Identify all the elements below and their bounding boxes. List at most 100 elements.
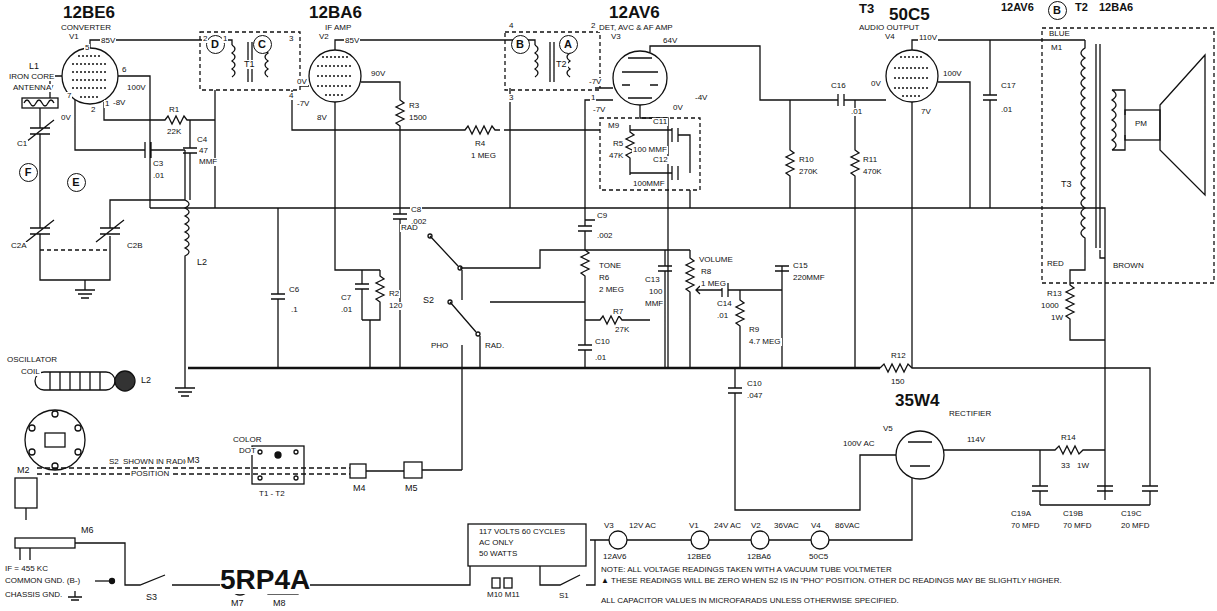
- callout-circle: E: [67, 173, 86, 192]
- part-label: -7V: [588, 78, 602, 86]
- part-label: 36VAC: [773, 522, 800, 530]
- part-label: CHASSIS GND.: [4, 591, 63, 599]
- part-label: 100V AC: [842, 440, 876, 448]
- part-label: C6: [288, 286, 300, 294]
- part-label: R7: [612, 308, 624, 316]
- part-label: 22K: [166, 128, 182, 136]
- part-label: POSITION: [130, 470, 170, 478]
- part-label: BLUE: [1048, 30, 1071, 38]
- callout-circle: B: [1048, 1, 1067, 20]
- tube-name: 12AV6: [1000, 2, 1035, 13]
- part-label: 12V AC: [628, 522, 657, 530]
- part-label: 1W: [1076, 462, 1090, 470]
- part-label: 2: [590, 22, 596, 30]
- part-label: 4: [508, 22, 514, 30]
- part-label: 0V: [870, 80, 882, 88]
- part-label: 47K: [608, 152, 624, 160]
- part-label: 100 MMF: [632, 146, 668, 154]
- part-label: R13: [1046, 290, 1063, 298]
- part-label: L2: [140, 376, 152, 385]
- part-label: 100MMF: [632, 180, 666, 188]
- part-label: V3: [610, 33, 622, 41]
- part-label: 1W: [1050, 314, 1064, 322]
- part-label: M6: [80, 526, 95, 535]
- part-label: 2 MEG: [598, 286, 625, 294]
- part-label: C2B: [126, 242, 144, 250]
- part-label: C1: [16, 140, 28, 148]
- part-label: TONE: [598, 262, 622, 270]
- part-label: VOLUME: [698, 256, 734, 264]
- part-label: .01: [850, 108, 863, 116]
- part-label: 7V: [920, 108, 932, 116]
- part-label: 27K: [614, 326, 630, 334]
- part-label: IRON CORE: [8, 73, 55, 81]
- part-label: DOT: [238, 447, 257, 455]
- part-label: 470K: [862, 168, 883, 176]
- part-label: R1: [168, 106, 180, 114]
- part-label: 1000: [1040, 302, 1060, 310]
- part-label: R10: [798, 156, 815, 164]
- part-label: R8: [700, 268, 712, 276]
- part-label: RAD: [400, 224, 419, 232]
- part-label: 47: [198, 147, 209, 155]
- callout-circle: B: [511, 35, 530, 54]
- part-label: 110V: [918, 34, 938, 42]
- part-label: AUDIO OUTPUT: [858, 24, 920, 32]
- part-label: 1: [104, 100, 110, 108]
- tube-name: 12BA6: [308, 4, 363, 21]
- part-label: 100: [648, 288, 663, 296]
- part-label: .01: [716, 312, 729, 320]
- part-label: C12: [652, 156, 669, 164]
- part-label: 1500: [408, 114, 428, 122]
- part-label: 100V: [942, 70, 963, 78]
- part-label: 1: [590, 94, 596, 102]
- part-label: .01: [340, 306, 353, 314]
- part-label: 1: [222, 35, 228, 43]
- callout-letter: E: [72, 177, 79, 188]
- part-label: M4: [352, 484, 367, 493]
- part-label: C11: [652, 118, 668, 126]
- part-label: R6: [598, 274, 610, 282]
- tube-name: 35W4: [894, 392, 940, 409]
- part-label: 64V: [662, 37, 678, 45]
- part-label: 114V: [966, 436, 986, 444]
- part-label: ALL CAPACITOR VALUES IN MICROFARADS UNLE…: [600, 597, 900, 605]
- part-label: C4: [196, 136, 208, 144]
- part-label: 90V: [370, 70, 386, 78]
- part-label: 5: [84, 44, 90, 52]
- part-label: 2: [90, 106, 96, 114]
- part-label: M5: [404, 484, 419, 493]
- part-label: C10: [594, 338, 611, 346]
- part-label: C8: [410, 206, 422, 214]
- part-label: R5: [612, 140, 624, 148]
- part-label: 1 MEG: [700, 280, 727, 288]
- part-label: .1: [290, 306, 299, 314]
- part-label: M9: [607, 122, 620, 130]
- part-label: .01: [1000, 106, 1013, 114]
- part-label: C9: [596, 212, 608, 220]
- part-label: 85V: [100, 37, 116, 45]
- part-label: COLOR: [232, 436, 262, 444]
- part-label: -4V: [694, 94, 708, 102]
- part-label: NOTE: ALL VOLTAGE READINGS TAKEN WITH A …: [600, 566, 893, 574]
- part-label: 86VAC: [834, 522, 861, 530]
- part-label: 6: [121, 66, 127, 74]
- part-label: S2: [422, 296, 435, 305]
- part-label: M8: [272, 599, 287, 608]
- part-label: V4: [884, 33, 896, 41]
- part-label: AC ONLY: [478, 539, 515, 547]
- part-label: RECTIFIER: [948, 410, 992, 418]
- part-label: RAD.: [484, 342, 505, 350]
- tube-name: T3: [858, 2, 875, 15]
- part-label: 50C5: [808, 553, 829, 561]
- part-label: 100V: [126, 84, 147, 92]
- part-label: V3: [603, 522, 615, 530]
- part-label: C17: [1000, 82, 1017, 90]
- callout-letter: C: [258, 39, 266, 50]
- part-label: C15: [792, 262, 809, 270]
- tube-name: T2: [1074, 2, 1089, 13]
- part-label: -7V: [296, 100, 310, 108]
- callout-circle: C: [253, 35, 272, 54]
- tube-name: 12BA6: [1098, 2, 1134, 13]
